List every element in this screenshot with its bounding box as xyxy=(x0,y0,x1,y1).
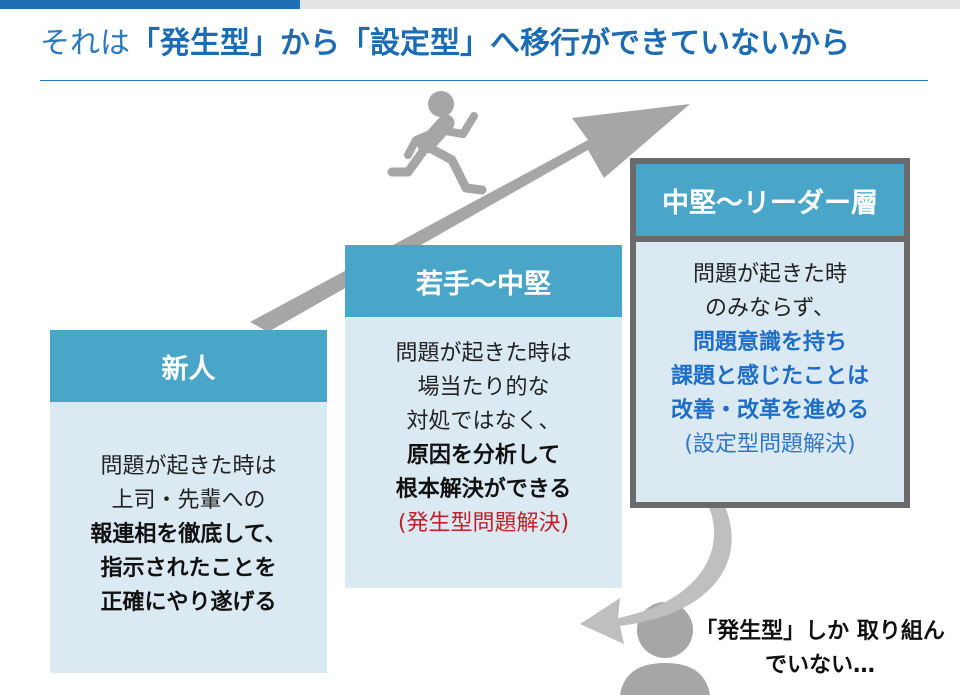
stage-body: 問題が起きた時は 場当たり的な 対処ではなく、 原因を分析して 根本解決ができる… xyxy=(345,317,622,541)
stage-line: 正確にやり遂げる xyxy=(100,590,277,615)
stage-line: 課題と感じたことは xyxy=(670,364,869,389)
stage-line: 上司・先輩への xyxy=(111,488,266,513)
callout-note: 「発生型」しか 取り組んでいない… xyxy=(690,615,950,683)
note-line: 取り組んでいない… xyxy=(764,619,945,678)
stage-line: 指示されたことを xyxy=(100,556,277,581)
stage-inner: 問題が起きた時 のみならず、 問題意識を持ち 課題と感じたことは 改善・改革を進… xyxy=(636,242,904,502)
page-title: それは「発生型」から「設定型」へ移行ができていないから xyxy=(40,22,850,66)
stage-line: 問題が起きた時は xyxy=(395,341,572,366)
stage-line: 原因を分析して xyxy=(406,443,561,468)
stage-heading: 新人 xyxy=(50,330,327,402)
curved-arrow-icon xyxy=(580,500,732,644)
stage-heading: 若手～中堅 xyxy=(345,245,622,317)
stage-box-newcomer: 新人 問題が起きた時は 上司・先輩への 報連相を徹底して、 指示されたことを 正… xyxy=(50,330,327,673)
stage-line: 問題意識を持ち xyxy=(692,330,847,355)
stage-box-leader: 中堅～リーダー層 問題が起きた時 のみならず、 問題意識を持ち 課題と感じたこと… xyxy=(630,158,910,508)
title-rule xyxy=(40,80,928,81)
stage-line: 改善・改革を進める xyxy=(670,398,869,423)
stage-line: 問題が起きた時 xyxy=(692,262,847,287)
stage-body: 問題が起きた時は 上司・先輩への 報連相を徹底して、 指示されたことを 正確にや… xyxy=(50,402,327,620)
stage-line: 報連相を徹底して、 xyxy=(90,522,287,547)
title-highlight: 「発生型」から「設定型」へ移行ができていないから xyxy=(130,26,850,61)
stage-line: 根本解決ができる xyxy=(395,477,572,502)
stage-box-junior-mid: 若手～中堅 問題が起きた時は 場当たり的な 対処ではなく、 原因を分析して 根本… xyxy=(345,245,622,588)
stage-body: 問題が起きた時 のみならず、 問題意識を持ち 課題と感じたことは 改善・改革を進… xyxy=(636,242,904,462)
note-line: 「発生型」しか xyxy=(695,619,850,644)
stage-heading: 中堅～リーダー層 xyxy=(636,164,904,236)
stage-line: (発生型問題解決) xyxy=(397,511,570,536)
stage-line: (設定型問題解決) xyxy=(684,432,856,457)
stage-line: のみならず、 xyxy=(704,296,836,321)
stage-line: 対処ではなく、 xyxy=(406,409,561,434)
top-bar-accent xyxy=(0,0,300,9)
stage-line: 問題が起きた時は xyxy=(100,454,277,479)
stage-line: 場当たり的な xyxy=(417,375,550,400)
top-bar xyxy=(0,0,960,9)
title-prefix: それは xyxy=(40,26,130,61)
runner-icon xyxy=(387,91,487,195)
